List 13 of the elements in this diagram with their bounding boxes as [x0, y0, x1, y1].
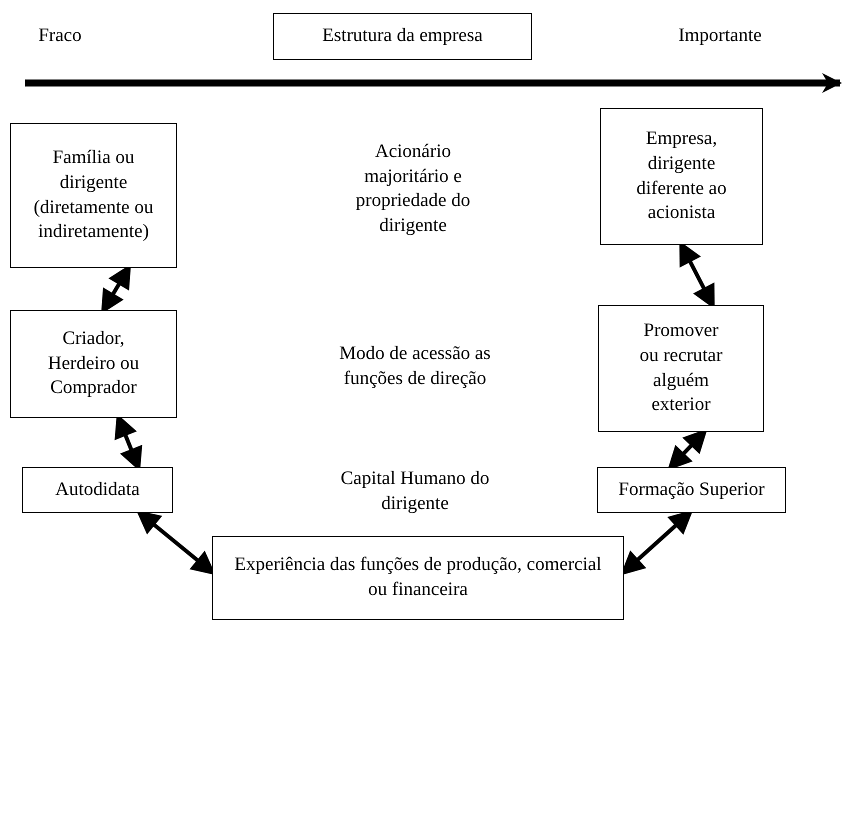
axis-label: Capital Humano do dirigente [340, 467, 490, 516]
text-box: Empresa, dirigente diferente ao acionista [600, 108, 763, 245]
text-box: Estrutura da empresa [273, 13, 532, 60]
text-box: Formação Superior [597, 467, 786, 513]
axis-label: Modo de acessão as funções de direção [338, 342, 492, 391]
axis-label: Acionário majoritário e propriedade do dirigente [354, 140, 472, 238]
text-box: Promover ou recrutar alguém exterior [598, 305, 764, 432]
text-box: Autodidata [22, 467, 173, 513]
axis-label: Fraco [37, 24, 83, 48]
text-box: Criador, Herdeiro ou Comprador [10, 310, 177, 418]
text-box: Família ou dirigente (diretamente ou indiretamente) [10, 123, 177, 268]
axis-label: Importante [677, 24, 763, 48]
text-box: Experiência das funções de produção, comercial ou financeira [212, 536, 624, 620]
